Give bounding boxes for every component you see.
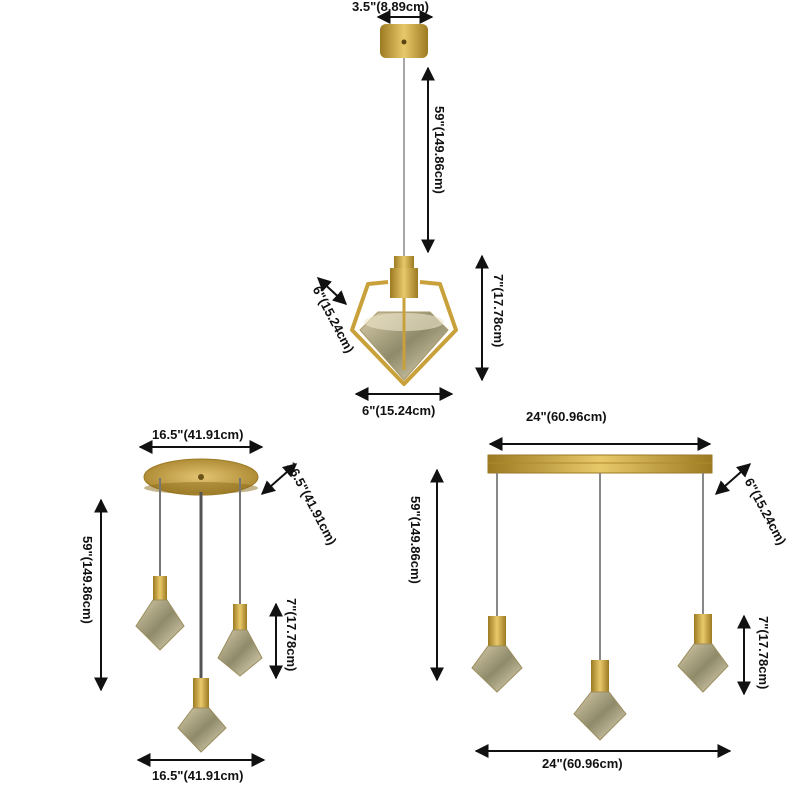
round-cluster-pendant bbox=[135, 458, 263, 753]
round-canopy-depth-arrow bbox=[260, 463, 298, 495]
single-pendant bbox=[350, 24, 458, 386]
single-canopy-label: 3.5"(8.89cm) bbox=[352, 0, 429, 14]
linear-bottom-label: 24"(60.96cm) bbox=[542, 756, 623, 771]
linear-canopy bbox=[487, 454, 713, 474]
linear-depth-arrow bbox=[714, 463, 752, 495]
single-width-label: 6"(15.24cm) bbox=[362, 403, 436, 418]
round-shade-label: 7"(17.78cm) bbox=[284, 598, 299, 672]
linear-shade-label: 7"(17.78cm) bbox=[756, 616, 771, 690]
single-cord-label: 59"(149.86cm) bbox=[432, 106, 447, 194]
linear-canopy-label: 24"(60.96cm) bbox=[526, 409, 607, 424]
round-canopy-width-label: 16.5"(41.91cm) bbox=[152, 427, 244, 442]
linear-cord-label: 59"(149.86cm) bbox=[408, 496, 423, 584]
linear-pendant bbox=[471, 454, 729, 741]
round-bottom-label: 16.5"(41.91cm) bbox=[152, 768, 244, 783]
round-cord-label: 59"(149.86cm) bbox=[80, 536, 95, 624]
single-height-label: 7"(17.78cm) bbox=[491, 274, 506, 348]
single-depth-arrow bbox=[316, 277, 348, 305]
